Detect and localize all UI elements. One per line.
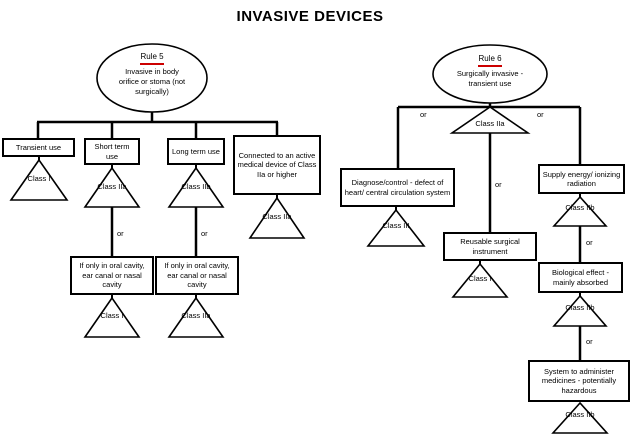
box-reusable-instrument: Reusable surgical instrument xyxy=(443,232,537,261)
rule5-node: Rule 5 Invasive in body orifice or stoma… xyxy=(102,52,202,97)
triangle-long-class xyxy=(167,166,225,208)
class-label-medicines: Class IIb xyxy=(565,410,595,419)
diagram-title: INVASIVE DEVICES xyxy=(236,8,384,25)
box-oral-cavity-short: If only in oral cavity, ear canal or nas… xyxy=(70,256,154,295)
class-label-diagnose: Class III xyxy=(382,221,410,230)
class-label-transient: Class I xyxy=(27,174,51,183)
class-label-long-sub: Class IIa xyxy=(181,311,211,320)
triangle-short-class xyxy=(83,166,141,208)
triangle-medicines-class xyxy=(551,401,609,434)
box-supply-energy: Supply energy/ ionizing radiation xyxy=(538,164,625,194)
box-short-term-use: Short term use xyxy=(84,138,140,165)
or-label-long-branch: or xyxy=(201,229,208,238)
rule6-name: Rule 6 xyxy=(478,54,502,68)
or-label-rule6-middle: or xyxy=(495,180,502,189)
triangle-reusable-class xyxy=(451,262,509,298)
or-label-short-branch: or xyxy=(117,229,124,238)
rule6-ellipse xyxy=(432,44,548,104)
triangle-short-sub-class xyxy=(83,296,141,338)
class-label-biological: Class IIb xyxy=(565,303,595,312)
box-oral-cavity-long: If only in oral cavity, ear canal or nas… xyxy=(155,256,239,295)
box-diagnose-control: Diagnose/control - defect of heart/ cent… xyxy=(340,168,455,207)
class-label-short-sub: Class I xyxy=(100,311,124,320)
or-label-supply-branch: or xyxy=(586,238,593,247)
box-transient-use: Transient use xyxy=(2,138,75,157)
rule6-description: Surgically invasive - transient use xyxy=(456,69,524,89)
triangle-diagnose-class xyxy=(366,208,426,247)
class-label-long: Class IIb xyxy=(181,182,211,191)
triangle-biological-class xyxy=(552,294,608,327)
or-label-rule6-right: or xyxy=(537,110,544,119)
class-label-reusable: Class I xyxy=(468,274,492,283)
class-label-supply: Class IIb xyxy=(565,203,595,212)
triangle-supply-class xyxy=(552,195,608,227)
rule6-node: Rule 6 Surgically invasive - transient u… xyxy=(440,54,540,89)
rule6-connectors xyxy=(395,102,582,361)
or-label-biological-branch: or xyxy=(586,337,593,346)
box-active-device: Connected to an active medical device of… xyxy=(233,135,321,195)
class-label-active: Class IIa xyxy=(262,212,292,221)
triangle-rule6-root-class xyxy=(449,106,531,134)
or-label-rule6-left: or xyxy=(420,110,427,119)
triangle-long-sub-class xyxy=(167,296,225,338)
class-label-short: Class IIa xyxy=(97,182,127,191)
box-biological-effect: Biological effect -mainly absorbed xyxy=(538,262,623,293)
rule5-ellipse xyxy=(96,43,208,113)
box-long-term-use: Long term use xyxy=(167,138,225,165)
triangle-active-class xyxy=(248,196,306,239)
rule5-description: Invasive in body orifice or stoma (not s… xyxy=(118,67,186,96)
box-administer-medicines: System to administer medicines - potenti… xyxy=(528,360,630,402)
rule5-name: Rule 5 xyxy=(140,52,164,66)
triangle-transient-class xyxy=(9,158,69,201)
class-label-rule6-root: Class IIa xyxy=(475,119,505,128)
